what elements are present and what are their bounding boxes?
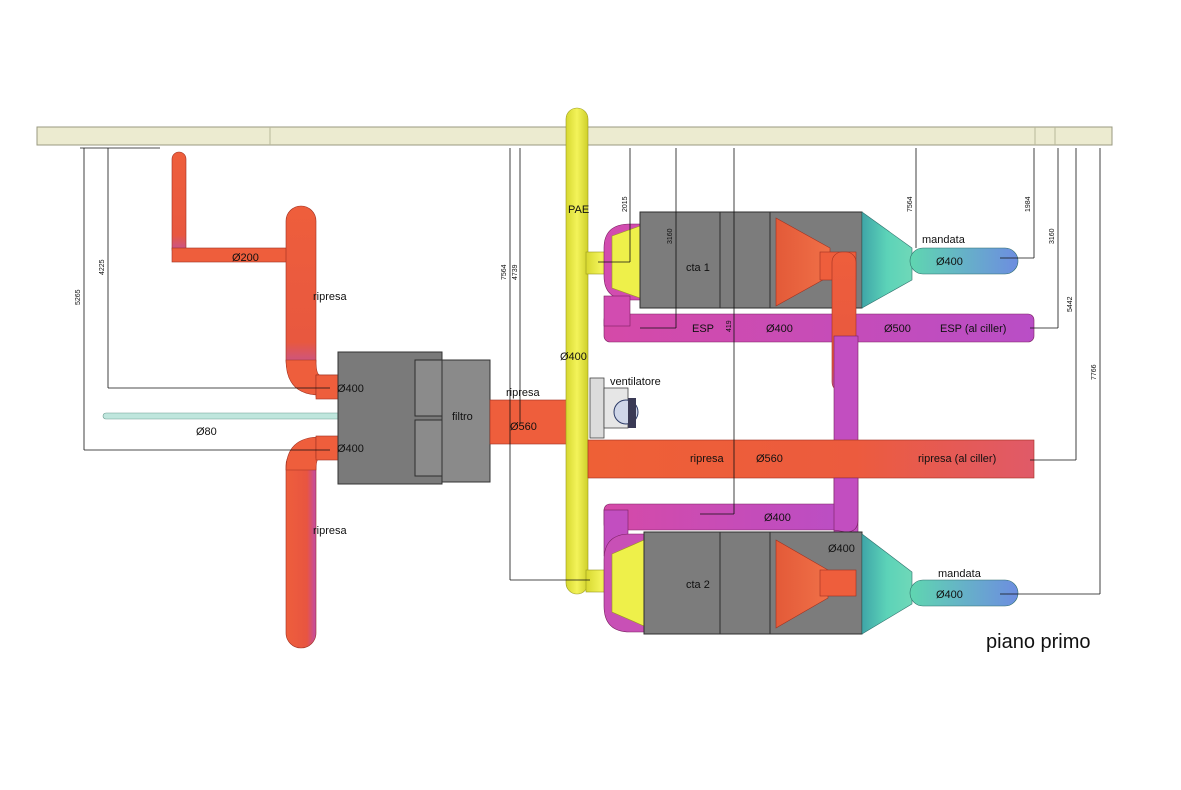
dimension-lines bbox=[80, 147, 1101, 595]
dim-1984: 1984 bbox=[1025, 196, 1032, 212]
label-d400-vert: Ø400 bbox=[828, 543, 855, 555]
dim-4225: 4225 bbox=[99, 259, 106, 275]
label-pae: PAE bbox=[568, 204, 589, 216]
duct-esp bbox=[603, 295, 1035, 343]
label-d560-left: Ø560 bbox=[510, 421, 537, 433]
label-ripresa-center: ripresa bbox=[690, 453, 725, 465]
diagram-title: piano primo bbox=[986, 631, 1091, 653]
label-cta1: cta 1 bbox=[686, 262, 710, 274]
label-ripresa-top: ripresa bbox=[313, 291, 348, 303]
duct-d560-left bbox=[489, 399, 569, 445]
pipe-d80 bbox=[102, 400, 380, 432]
dim-5442: 5442 bbox=[1067, 296, 1074, 312]
duct-d200 bbox=[171, 151, 303, 263]
cta1-unit bbox=[603, 211, 913, 309]
label-d400-inlet-top: Ø400 bbox=[337, 383, 364, 395]
dim-2015: 2015 bbox=[622, 196, 629, 212]
label-cta2: cta 2 bbox=[686, 579, 710, 591]
dim-5265: 5265 bbox=[75, 289, 82, 305]
duct-ripresa-upper bbox=[285, 205, 347, 398]
label-d400-mandata-top: Ø400 bbox=[936, 256, 963, 268]
label-ripresa-mid: ripresa bbox=[506, 387, 541, 399]
dim-7564-right: 7564 bbox=[907, 196, 914, 212]
fan-unit bbox=[589, 377, 639, 439]
dim-7564-left: 7564 bbox=[501, 264, 508, 280]
label-d80: Ø80 bbox=[196, 426, 217, 438]
label-d400-inlet-bottom: Ø400 bbox=[337, 443, 364, 455]
label-d400-esp: Ø400 bbox=[766, 323, 793, 335]
label-mandata-bottom: mandata bbox=[938, 568, 982, 580]
label-d400-lower: Ø400 bbox=[764, 512, 791, 524]
duct-mandata-top bbox=[909, 247, 1019, 275]
duct-ripresa-lower bbox=[285, 436, 347, 649]
label-ventilatore: ventilatore bbox=[610, 376, 661, 388]
dim-3160-left: 3160 bbox=[667, 228, 674, 244]
label-ripresa-bottom: ripresa bbox=[313, 525, 348, 537]
label-mandata-top: mandata bbox=[922, 234, 966, 246]
label-d560-center: Ø560 bbox=[756, 453, 783, 465]
label-d400-mandata-bottom: Ø400 bbox=[936, 589, 963, 601]
duct-mandata-bottom bbox=[909, 579, 1019, 607]
dim-4739: 4739 bbox=[512, 264, 519, 280]
duct-ripresa-d560 bbox=[587, 439, 1035, 479]
label-d500: Ø500 bbox=[884, 323, 911, 335]
label-esp-ciller: ESP (al ciller) bbox=[940, 323, 1006, 335]
dim-419: 419 bbox=[726, 320, 733, 332]
dim-3160-right: 3160 bbox=[1049, 228, 1056, 244]
label-ripresa-ciller: ripresa (al ciller) bbox=[918, 453, 996, 465]
label-filtro: filtro bbox=[452, 411, 473, 423]
cta2-unit bbox=[603, 531, 913, 635]
dim-7766: 7766 bbox=[1091, 364, 1098, 380]
label-d400-riser: Ø400 bbox=[560, 351, 587, 363]
label-d200: Ø200 bbox=[232, 252, 259, 264]
label-esp: ESP bbox=[692, 323, 714, 335]
filter-unit bbox=[337, 351, 491, 485]
duct-lower-d400 bbox=[603, 477, 859, 557]
